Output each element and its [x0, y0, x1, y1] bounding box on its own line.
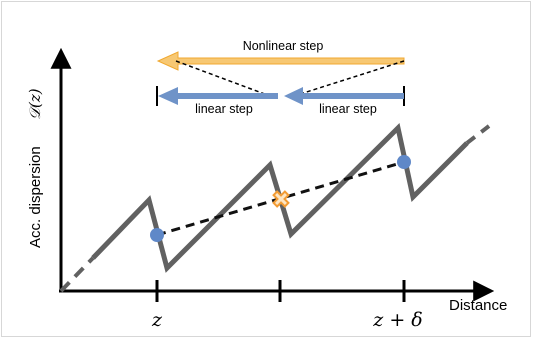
x-axis-label: Distance	[449, 297, 507, 314]
nonlinear-step-label: Nonlinear step	[243, 39, 324, 53]
sawtooth-dashed-start	[59, 256, 95, 293]
y-axis-math-label: 𝒟(z)	[26, 88, 44, 120]
linear-step-left-label: linear step	[195, 102, 253, 116]
guide-left	[175, 60, 271, 97]
linear-step-arrow-right	[284, 87, 404, 105]
tick-z-delta-label: z + δ	[372, 309, 422, 331]
dot-start	[150, 228, 164, 242]
midpoint-cross-marker	[272, 190, 290, 208]
dot-end	[397, 155, 411, 169]
tick-z-label: z	[151, 309, 163, 331]
linear-step-arrow-left	[158, 87, 278, 105]
linear-step-right-label: linear step	[319, 102, 377, 116]
nonlinear-step-arrow	[156, 51, 405, 71]
sawtooth-dashed-end	[465, 124, 491, 145]
guide-right	[293, 60, 405, 97]
y-axis-label: Acc. dispersion	[27, 146, 44, 248]
